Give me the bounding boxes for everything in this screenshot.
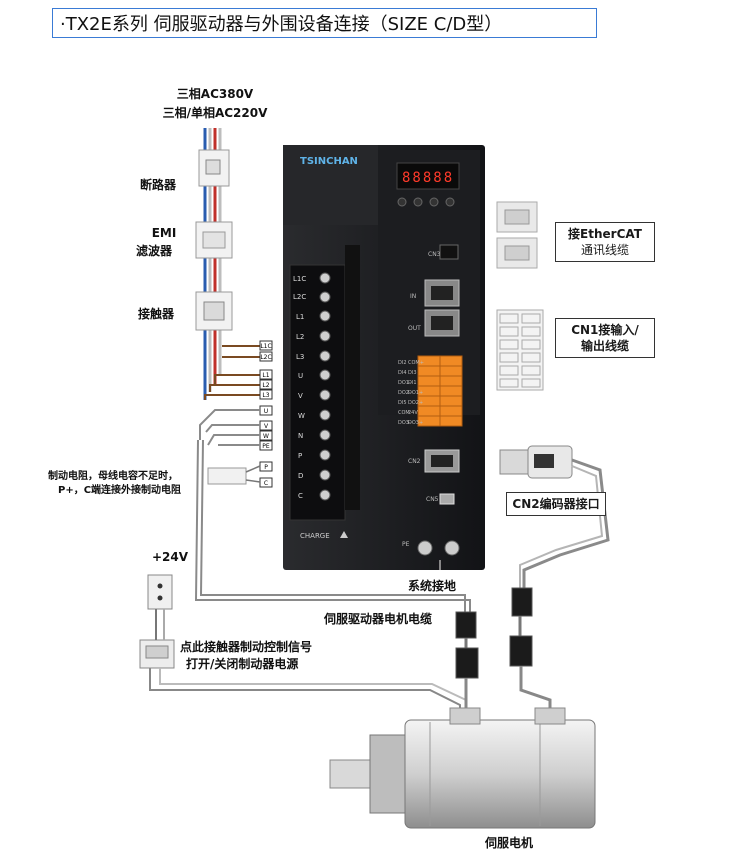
io-pin-label: COM+	[408, 360, 424, 366]
port-pe-label: PE	[402, 541, 410, 548]
brown-wires	[204, 345, 260, 400]
cn2-label-box: CN2编码器接口	[506, 492, 606, 516]
io-pin-label: DO3+	[408, 420, 423, 426]
brake-note-line1: 制动电阻，母线电容不足时，	[48, 471, 178, 482]
terminal-u: U	[298, 372, 303, 380]
ethercat-connectors	[496, 201, 538, 269]
io-pin-label: DI2	[398, 360, 407, 366]
wire-tag-c: C	[264, 480, 268, 487]
io-pin-label: DO2+	[408, 400, 423, 406]
wire-tag-l2c: L2C	[260, 354, 271, 361]
wire-tag-v: V	[264, 423, 269, 430]
port-cn2-label: CN2	[408, 458, 421, 465]
io-pin-label: 24V	[408, 410, 418, 416]
io-pin-label: DI1	[408, 380, 417, 386]
io-pin-label: DO3-	[398, 420, 411, 426]
charge-label: CHARGE	[300, 532, 330, 540]
servo-drive	[283, 145, 485, 570]
ethercat-label-box: 接EtherCAT 通讯线缆	[555, 222, 655, 262]
terminal-screws	[319, 272, 331, 501]
port-cn3-label: CN3	[428, 251, 441, 258]
cn2-label: CN2编码器接口	[512, 497, 600, 511]
led-display: 88888	[402, 170, 454, 186]
io-pin-label: DI4	[398, 370, 407, 376]
terminal-c: C	[298, 492, 303, 500]
cn1-terminal-block	[496, 309, 544, 391]
motor-cable-lines	[194, 409, 471, 612]
cn1-label-line1: CN1接输入/	[571, 323, 639, 337]
wire-tag-l2: L2	[262, 382, 269, 389]
io-pin-label: DO1-	[398, 380, 411, 386]
motor-power-connector	[455, 611, 479, 679]
wire-tag-pe: PE	[262, 443, 270, 450]
terminal-l2: L2	[296, 333, 304, 341]
io-pin-label: DI3	[408, 370, 417, 376]
contactor-component	[195, 291, 233, 331]
brand-logo: TSINCHAN	[300, 156, 358, 167]
encoder-connector	[499, 445, 610, 667]
charge-warning-icon	[340, 531, 348, 538]
io-pin-label: DO1+	[408, 390, 423, 396]
wire-tag-l1: L1	[262, 372, 269, 379]
io-pin-label: DI5	[398, 400, 407, 406]
wire-tags: L1C L2C L1 L2 L3 U V W PE P C	[259, 340, 273, 488]
ground-label: 系统接地	[408, 579, 457, 593]
port-out-label: OUT	[408, 325, 421, 332]
brake-note-line2: P+，C端连接外接制动电阻	[58, 485, 182, 496]
power-label-380v: 三相AC380V	[176, 87, 254, 101]
terminal-v: V	[298, 392, 303, 400]
page-title: ·TX2E系列 伺服驱动器与外围设备连接（SIZE C/D型）	[60, 14, 503, 35]
wire-tag-l3: L3	[262, 392, 269, 399]
v24-label: +24V	[152, 550, 189, 564]
breaker-component	[198, 149, 230, 187]
terminal-w: W	[298, 412, 305, 420]
io-pin-label: COM	[398, 410, 410, 416]
terminal-l1c: L1C	[293, 275, 306, 283]
terminal-n: N	[298, 432, 303, 440]
ethercat-label-line1: 接EtherCAT	[568, 227, 642, 241]
emi-label-line1: EMI	[151, 226, 177, 240]
terminal-l1: L1	[296, 313, 304, 321]
emi-filter-component	[195, 221, 233, 259]
drive-terminal-labels: L1C L2C L1 L2 L3 U V W N P D C	[293, 275, 306, 500]
terminal-p: P	[298, 452, 302, 460]
terminal-l3: L3	[296, 353, 304, 361]
motor-cable-label: 伺服驱动器电机电缆	[324, 612, 433, 626]
contactor-label: 接触器	[138, 307, 175, 321]
cn1-label-box: CN1接输入/ 输出线缆	[555, 318, 655, 358]
brake-resistor	[207, 465, 261, 485]
port-in-label: IN	[410, 293, 416, 300]
io-pin-label: DO2-	[398, 390, 411, 396]
terminal-l2c: L2C	[293, 293, 306, 301]
relay-note-line1: 点此接触器制动控制信号	[180, 640, 313, 654]
wire-tag-w: W	[263, 433, 269, 440]
power-label-220v: 三相/单相AC220V	[162, 106, 268, 120]
port-cn5-label: CN5	[426, 496, 439, 503]
terminal-d: D	[298, 472, 303, 480]
title-frame	[52, 8, 597, 38]
motor-label: 伺服电机	[485, 836, 534, 850]
ethercat-label-line2: 通讯线缆	[580, 243, 629, 257]
wire-tag-p: P	[264, 464, 268, 471]
wire-tag-l1c: L1C	[260, 343, 271, 350]
servo-motor	[329, 666, 596, 829]
wire-tag-u: U	[264, 408, 268, 415]
breaker-label: 断路器	[140, 178, 177, 192]
relay-note-line2: 打开/关闭制动器电源	[186, 657, 299, 671]
cn1-label-line2: 输出线缆	[580, 339, 629, 353]
emi-label-line2: 滤波器	[136, 244, 173, 258]
